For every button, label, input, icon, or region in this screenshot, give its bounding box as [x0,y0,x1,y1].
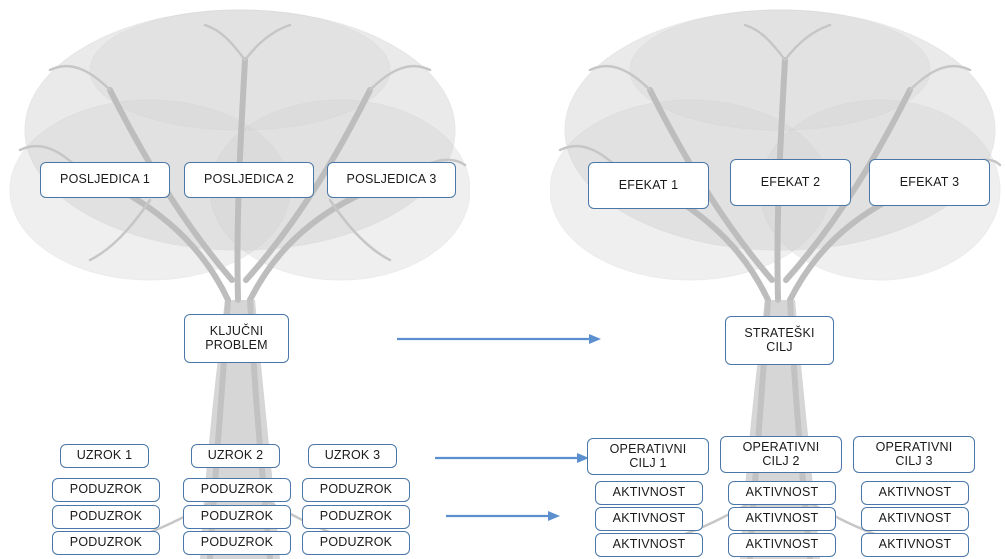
effect-box: EFEKAT 2 [730,159,851,206]
cause-label: UZROK 1 [76,448,133,463]
cause-box: UZROK 2 [191,444,280,468]
sub-cause-box: PODUZROK [302,505,410,529]
consequence-label: POSLJEDICA 2 [204,172,294,187]
arrow-causes-to-operational-goals [435,453,589,463]
operational-goal-box: OPERATIVNI CILJ 1 [587,438,709,475]
sub-cause-label: PODUZROK [319,509,393,524]
activity-label: AKTIVNOST [745,511,819,526]
activity-label: AKTIVNOST [612,511,686,526]
sub-cause-label: PODUZROK [319,482,393,497]
activity-box: AKTIVNOST [728,533,836,557]
right-tree-illustration [550,9,1002,559]
cause-label: UZROK 2 [207,448,264,463]
sub-cause-label: PODUZROK [319,535,393,550]
activity-box: AKTIVNOST [728,481,836,505]
key-problem-label: KLJUČNI PROBLEM [205,323,268,352]
consequence-box: POSLJEDICA 1 [40,162,170,198]
effect-label: EFEKAT 2 [760,174,821,189]
key-problem-box: KLJUČNI PROBLEM [184,314,289,363]
activity-label: AKTIVNOST [745,537,819,552]
activity-label: AKTIVNOST [878,511,952,526]
activity-label: AKTIVNOST [745,485,819,500]
activity-box: AKTIVNOST [861,481,969,505]
arrow-problem-to-goal [397,334,601,344]
activity-box: AKTIVNOST [861,507,969,531]
activity-box: AKTIVNOST [595,481,703,505]
operational-goal-label: OPERATIVNI CILJ 3 [875,439,953,468]
sub-cause-label: PODUZROK [69,482,143,497]
cause-label: UZROK 3 [324,448,381,463]
strategic-goal-label: STRATEŠKI CILJ [744,325,815,354]
sub-cause-box: PODUZROK [302,478,410,502]
effect-label: EFEKAT 3 [899,174,960,189]
sub-cause-box: PODUZROK [183,531,291,555]
sub-cause-label: PODUZROK [69,535,143,550]
effect-box: EFEKAT 1 [588,162,709,209]
sub-cause-box: PODUZROK [183,478,291,502]
effect-box: EFEKAT 3 [869,159,990,206]
sub-cause-box: PODUZROK [302,531,410,555]
sub-cause-label: PODUZROK [200,535,274,550]
activity-box: AKTIVNOST [728,507,836,531]
activity-box: AKTIVNOST [595,533,703,557]
sub-cause-box: PODUZROK [52,505,160,529]
cause-box: UZROK 3 [308,444,397,468]
activity-label: AKTIVNOST [612,485,686,500]
sub-cause-box: PODUZROK [52,478,160,502]
consequence-label: POSLJEDICA 3 [346,172,437,187]
activity-label: AKTIVNOST [878,485,952,500]
left-tree-illustration [9,9,470,559]
operational-goal-box: OPERATIVNI CILJ 3 [853,436,975,473]
sub-cause-box: PODUZROK [52,531,160,555]
activity-label: AKTIVNOST [878,537,952,552]
effect-label: EFEKAT 1 [618,177,679,192]
operational-goal-label: OPERATIVNI CILJ 2 [742,439,820,468]
arrow-subcauses-to-activities [446,511,560,521]
sub-cause-label: PODUZROK [200,482,274,497]
sub-cause-label: PODUZROK [200,509,274,524]
sub-cause-label: PODUZROK [69,509,143,524]
activity-box: AKTIVNOST [595,507,703,531]
operational-goal-box: OPERATIVNI CILJ 2 [720,436,842,473]
activity-box: AKTIVNOST [861,533,969,557]
strategic-goal-box: STRATEŠKI CILJ [725,316,834,365]
consequence-box: POSLJEDICA 3 [327,162,456,198]
consequence-label: POSLJEDICA 1 [60,172,150,187]
sub-cause-box: PODUZROK [183,505,291,529]
cause-box: UZROK 1 [60,444,149,468]
activity-label: AKTIVNOST [612,537,686,552]
operational-goal-label: OPERATIVNI CILJ 1 [609,441,687,470]
consequence-box: POSLJEDICA 2 [184,162,314,198]
